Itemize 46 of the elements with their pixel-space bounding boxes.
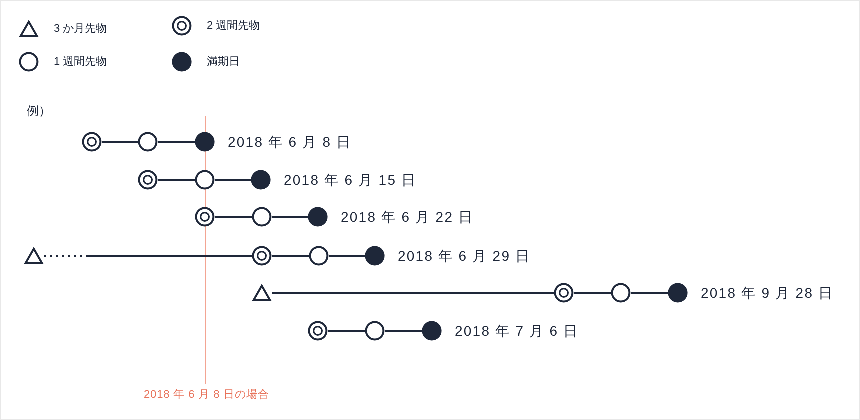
timeline-line <box>158 141 195 143</box>
timeline-line <box>385 330 422 332</box>
example-heading: 例） <box>27 103 51 119</box>
date-label: 2018 年 6 月 8 日 <box>228 133 352 152</box>
triangle-marker <box>24 246 44 266</box>
timeline-line <box>44 255 252 257</box>
timeline-line <box>329 255 365 257</box>
timeline-line <box>215 216 252 218</box>
date-label: 2018 年 6 月 29 日 <box>398 247 531 266</box>
legend-text: 3 か月先物 <box>54 22 108 37</box>
legend-text: 満期日 <box>207 55 240 70</box>
legend-text: 2 週間先物 <box>207 19 260 34</box>
timeline-line <box>328 330 365 332</box>
open-circle-marker <box>252 207 272 227</box>
filled-circle-marker <box>195 132 215 152</box>
double-circle-marker <box>195 207 215 227</box>
timeline-line <box>272 216 308 218</box>
date-label: 2018 年 9 月 28 日 <box>701 284 834 303</box>
open-circle-marker <box>611 283 631 303</box>
double-circle-marker <box>554 283 574 303</box>
open-circle-marker <box>195 170 215 190</box>
timeline-line <box>631 292 668 294</box>
filled-circle-marker <box>668 283 688 303</box>
legend-text: 1 週間先物 <box>54 55 108 70</box>
timeline-line <box>272 255 309 257</box>
timeline-line <box>272 292 554 294</box>
timeline-line <box>574 292 611 294</box>
triangle-marker <box>252 283 272 303</box>
date-label: 2018 年 7 月 6 日 <box>455 322 579 341</box>
timeline-line <box>158 179 195 181</box>
double-circle-marker <box>308 321 328 341</box>
double-circle-marker <box>82 132 102 152</box>
timeline-line <box>102 141 138 143</box>
filled-circle-marker <box>422 321 442 341</box>
open-circle-marker <box>138 132 158 152</box>
filled-circle-marker <box>251 170 271 190</box>
open-circle-marker <box>309 246 329 266</box>
timeline-line <box>215 179 251 181</box>
double-circle-marker <box>252 246 272 266</box>
filled-circle-marker <box>365 246 385 266</box>
filled-circle-marker <box>308 207 328 227</box>
open-circle-marker <box>365 321 385 341</box>
date-label: 2018 年 6 月 15 日 <box>284 171 417 190</box>
date-label: 2018 年 6 月 22 日 <box>341 208 474 227</box>
double-circle-marker <box>138 170 158 190</box>
reference-date-label: 2018 年 6 月 8 日の場合 <box>144 388 270 403</box>
